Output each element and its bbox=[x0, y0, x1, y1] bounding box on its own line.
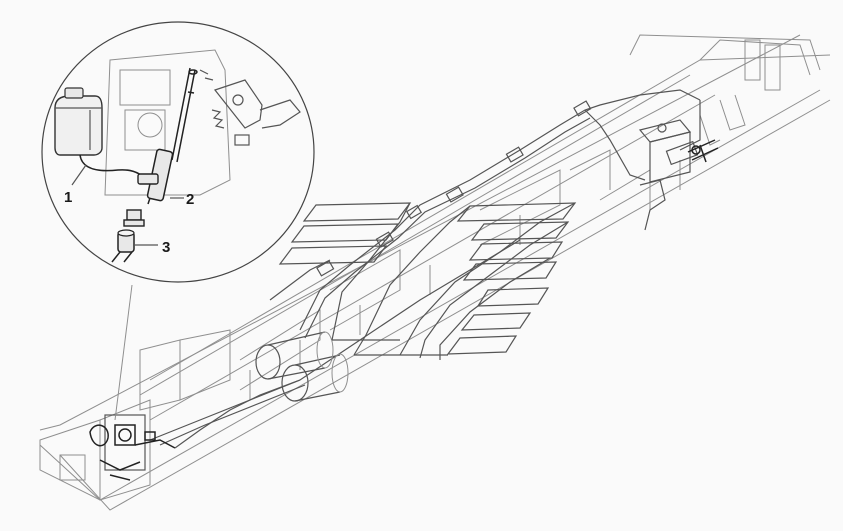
chassis-frame bbox=[39, 34, 831, 511]
tank-cylinders bbox=[255, 331, 349, 402]
leader-line bbox=[114, 284, 133, 421]
rear-bracket-valve bbox=[638, 119, 719, 183]
push-rod bbox=[171, 67, 198, 163]
callout-1: 1 bbox=[64, 189, 72, 206]
tee-fitting bbox=[137, 148, 174, 205]
leader-1 bbox=[71, 164, 87, 186]
nut-fitting bbox=[123, 209, 145, 227]
front-mechanism bbox=[89, 379, 301, 481]
detail-view: 1 2 3 bbox=[41, 21, 315, 283]
hose-connector bbox=[111, 229, 135, 263]
callout-3: 3 bbox=[162, 239, 170, 256]
reservoir bbox=[54, 87, 103, 156]
pedal-mechanism bbox=[104, 49, 301, 196]
callout-2: 2 bbox=[186, 191, 194, 208]
plate-stack bbox=[278, 202, 577, 360]
